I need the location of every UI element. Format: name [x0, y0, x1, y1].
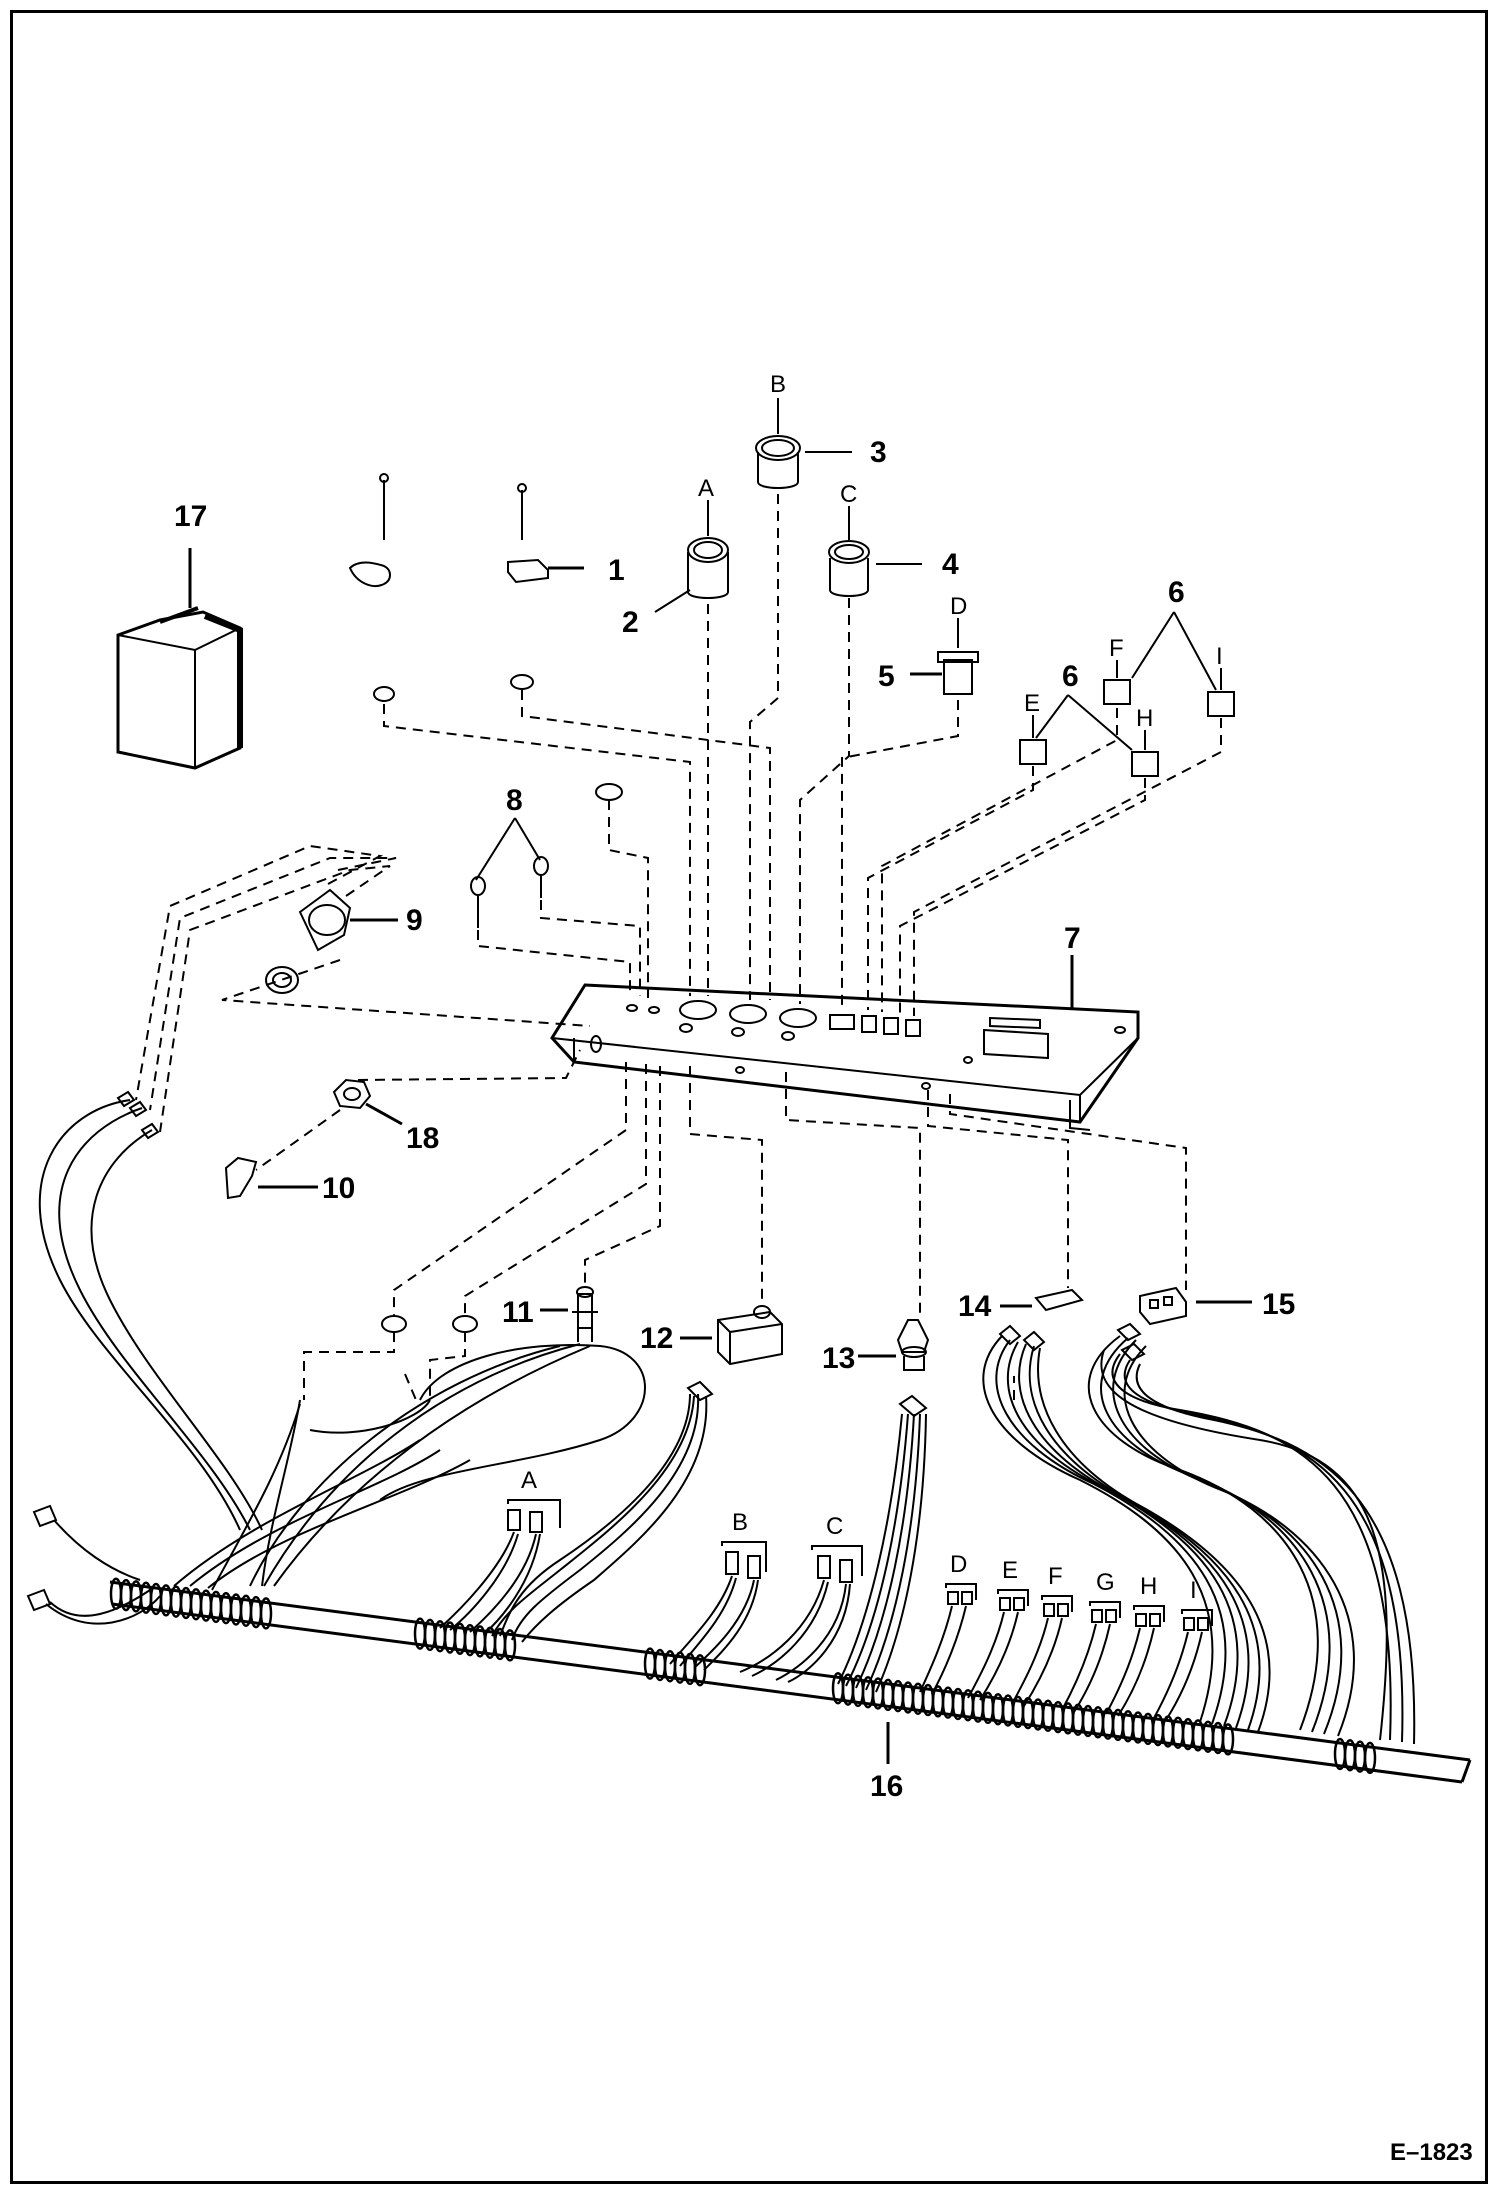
screw-right — [507, 483, 584, 690]
callout-6b: 6 — [1062, 660, 1079, 693]
grommets-lower — [381, 1315, 478, 1333]
callout-13: 13 — [822, 1342, 855, 1375]
gauge-4 — [828, 506, 922, 597]
harness-coil-ring — [503, 1629, 517, 1662]
callout-12: 12 — [640, 1322, 673, 1355]
letter-top-h: H — [1136, 705, 1153, 732]
letter-harness-a: A — [521, 1467, 537, 1494]
gauge-3 — [755, 398, 852, 489]
callout-14: 14 — [958, 1290, 992, 1323]
letter-harness-h: H — [1140, 1573, 1157, 1600]
callout-1: 1 — [608, 554, 625, 587]
part-5 — [910, 618, 979, 695]
letter-top-b: B — [770, 371, 786, 398]
callout-10: 10 — [322, 1172, 355, 1205]
bulbs-8 — [470, 817, 549, 928]
screw-left — [348, 473, 395, 702]
letter-harness-f: F — [1048, 1563, 1063, 1590]
callout-6a: 6 — [1168, 576, 1185, 609]
part-18-nut — [332, 1078, 403, 1126]
diagram-frame — [10, 10, 1488, 2184]
letter-top-e: E — [1024, 690, 1040, 717]
part-11-switch — [540, 1286, 598, 1342]
callout-3: 3 — [870, 436, 887, 469]
part-9-switch — [265, 888, 398, 994]
callout-5: 5 — [878, 660, 895, 693]
part-12-box — [680, 1305, 783, 1366]
letter-harness-g: G — [1096, 1569, 1115, 1596]
letter-top-c: C — [840, 481, 857, 508]
callout-8: 8 — [506, 784, 523, 817]
letter-harness-i: I — [1190, 1577, 1197, 1604]
harness-coils — [109, 1577, 1377, 1775]
grommet-top — [595, 783, 623, 801]
callout-17: 17 — [174, 500, 207, 533]
callout-4: 4 — [942, 548, 959, 581]
letter-top-f: F — [1109, 635, 1124, 662]
part-15-connector — [1139, 1286, 1252, 1326]
drawing-code: E–1823 — [1390, 2139, 1473, 2166]
letter-top-d: D — [950, 593, 967, 620]
part-7-panel — [550, 955, 1140, 1131]
letter-harness-e: E — [1002, 1557, 1018, 1584]
harness-coil-ring — [1221, 1723, 1235, 1756]
harness-connector-letters: A B C D E F G H I — [521, 1467, 1197, 1604]
callout-11: 11 — [502, 1296, 534, 1329]
harness-coil-ring — [259, 1597, 273, 1630]
part-10-clip — [224, 1156, 318, 1200]
callout-15: 15 — [1262, 1288, 1295, 1321]
gauge-2 — [654, 500, 729, 613]
letter-harness-c: C — [826, 1513, 843, 1540]
callout-9: 9 — [406, 904, 423, 937]
callout-7: 7 — [1064, 922, 1081, 955]
harness-branches — [439, 1322, 1416, 1745]
part-13-sender — [858, 1319, 930, 1371]
top-connector-letters: A B C D E F H I — [698, 371, 1223, 732]
switches-6 — [1019, 611, 1235, 777]
left-wire-bundle — [26, 1090, 646, 1625]
part-17-box — [116, 548, 243, 770]
letter-harness-b: B — [732, 1509, 748, 1536]
part-14-fuse — [1000, 1288, 1084, 1312]
callout-2: 2 — [622, 606, 639, 639]
dashed-assembly-lines — [135, 494, 1222, 1401]
letter-harness-d: D — [950, 1551, 967, 1578]
callout-numbers: 1 2 3 4 5 6 6 7 8 9 10 11 12 13 14 15 16… — [174, 436, 1295, 1803]
harness-coil-ring — [1363, 1741, 1377, 1775]
callout-16: 16 — [870, 1770, 903, 1803]
letter-top-i: I — [1216, 643, 1223, 670]
callout-18: 18 — [406, 1122, 439, 1155]
callout-leaders — [886, 1722, 890, 1764]
letter-top-a: A — [698, 475, 714, 502]
